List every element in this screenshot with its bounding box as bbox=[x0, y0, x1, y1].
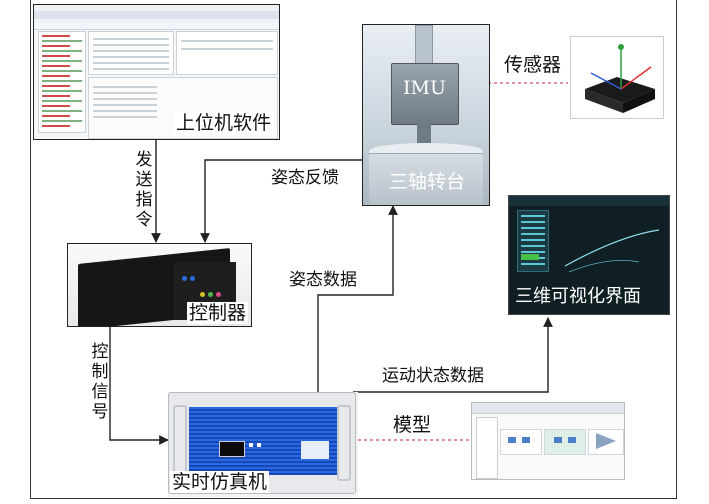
simulator-node: 实时仿真机 bbox=[168, 392, 358, 497]
label-motion-state-data: 运动状态数据 bbox=[382, 366, 484, 386]
turntable-node: IMU 三轴转台 bbox=[362, 24, 490, 206]
view3d-side-panel bbox=[517, 210, 549, 272]
edge-attitude-feedback bbox=[200, 159, 362, 243]
edge-motion-state bbox=[353, 317, 553, 393]
edge-control-signal bbox=[109, 327, 169, 445]
label-attitude-feedback: 姿态反馈 bbox=[271, 168, 339, 188]
sensor-image bbox=[585, 44, 655, 113]
controller-caption: 控制器 bbox=[186, 302, 248, 324]
view3d-caption: 三维可视化界面 bbox=[515, 286, 641, 307]
sensor-node bbox=[570, 36, 664, 119]
software-output-panel bbox=[176, 31, 278, 75]
model-node bbox=[471, 402, 625, 480]
controller-node: 控制器 bbox=[67, 243, 252, 327]
model-blocks bbox=[508, 433, 616, 449]
simulator-logo bbox=[301, 441, 329, 459]
software-caption: 上位机软件 bbox=[173, 112, 273, 134]
sensor-caption: 传感器 bbox=[504, 54, 562, 76]
label-attitude-data: 姿态数据 bbox=[289, 270, 357, 290]
model-caption: 模型 bbox=[393, 414, 432, 436]
simulator-panel bbox=[189, 407, 337, 475]
turntable-caption: 三轴转台 bbox=[389, 171, 466, 193]
edge-attitude-data bbox=[317, 205, 398, 392]
software-tree-panel bbox=[38, 31, 86, 133]
label-control-signal: 控制信号 bbox=[91, 342, 109, 422]
label-send-command: 发送指令 bbox=[135, 150, 153, 230]
imu-label: IMU bbox=[403, 77, 446, 99]
software-node: 上位机软件 bbox=[33, 4, 280, 140]
view3d-trajectory bbox=[521, 229, 660, 273]
simulator-caption: 实时仿真机 bbox=[170, 471, 270, 493]
software-params-panel bbox=[88, 31, 174, 75]
diagram-frame bbox=[30, 0, 677, 499]
view3d-node: 三维可视化界面 bbox=[508, 195, 670, 315]
